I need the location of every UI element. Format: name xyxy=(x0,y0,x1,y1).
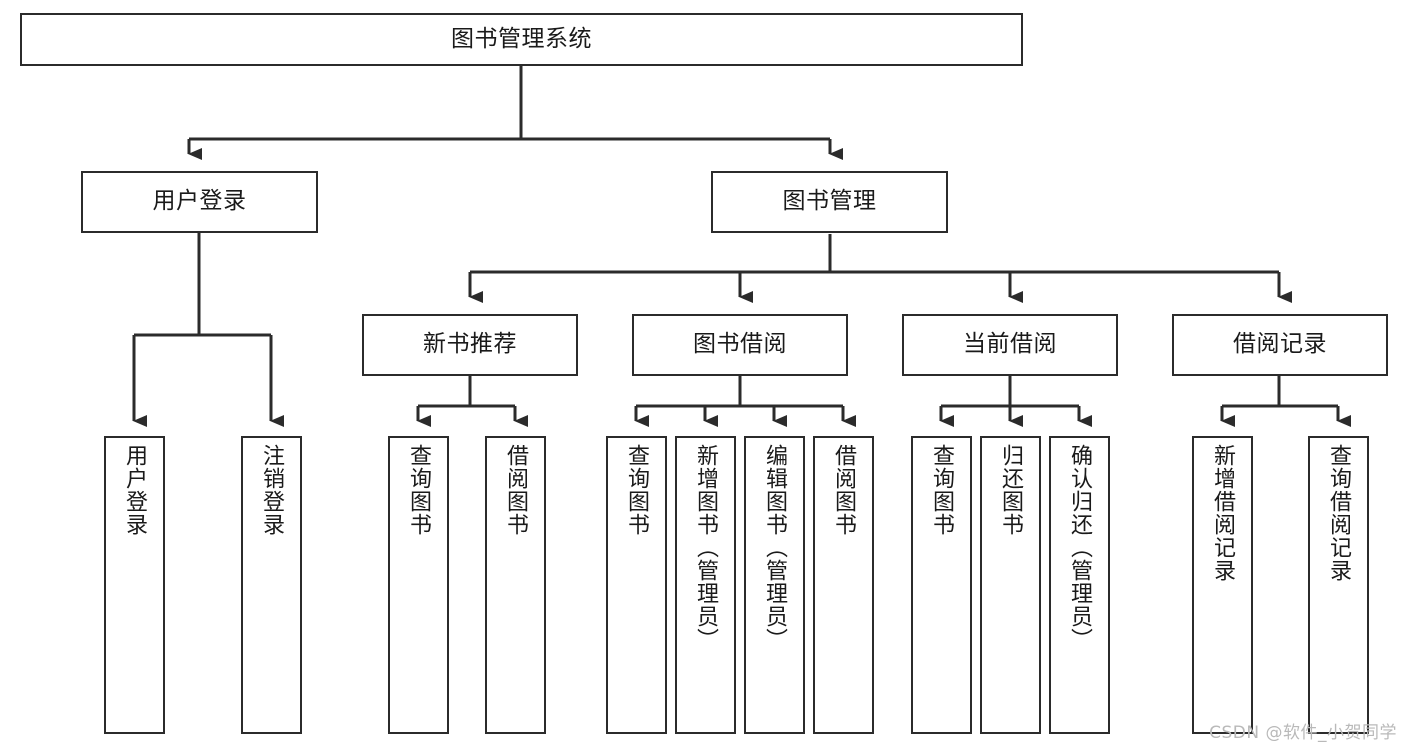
node-new-book-recommend-label: 新书推荐 xyxy=(423,331,517,358)
leaf-current-borrow-query[interactable]: 查询图书 xyxy=(911,436,972,734)
leaf-book-borrow-query[interactable]: 查询图书 xyxy=(606,436,667,734)
node-root-system-label: 图书管理系统 xyxy=(451,25,592,52)
leaf-current-borrow-confirm-return-label: 确认归还（管理员） xyxy=(1067,444,1093,651)
leaf-new-book-query-label: 查询图书 xyxy=(406,444,432,536)
node-new-book-recommend[interactable]: 新书推荐 xyxy=(362,314,578,376)
leaf-book-borrow-edit[interactable]: 编辑图书（管理员） xyxy=(744,436,805,734)
node-borrow-record-label: 借阅记录 xyxy=(1233,331,1327,358)
leaf-user-login-login-label: 用户登录 xyxy=(122,444,148,536)
leaf-new-book-borrow[interactable]: 借阅图书 xyxy=(485,436,546,734)
node-root-system[interactable]: 图书管理系统 xyxy=(20,13,1023,66)
leaf-user-login-login[interactable]: 用户登录 xyxy=(104,436,165,734)
leaf-borrow-record-add[interactable]: 新增借阅记录 xyxy=(1192,436,1253,734)
leaf-book-borrow-query-label: 查询图书 xyxy=(624,444,650,536)
node-book-manage-label: 图书管理 xyxy=(782,188,877,215)
node-current-borrow-label: 当前借阅 xyxy=(963,331,1057,358)
leaf-current-borrow-query-label: 查询图书 xyxy=(929,444,955,536)
leaf-current-borrow-return-label: 归还图书 xyxy=(998,444,1024,536)
csdn-watermark: CSDN @软件_小贺同学 xyxy=(1209,723,1397,743)
leaf-user-login-logout[interactable]: 注销登录 xyxy=(241,436,302,734)
leaf-user-login-logout-label: 注销登录 xyxy=(259,444,285,536)
leaf-borrow-record-query[interactable]: 查询借阅记录 xyxy=(1308,436,1369,734)
node-book-borrow[interactable]: 图书借阅 xyxy=(632,314,848,376)
leaf-borrow-record-add-label: 新增借阅记录 xyxy=(1210,444,1236,582)
leaf-book-borrow-edit-label: 编辑图书（管理员） xyxy=(762,444,788,651)
leaf-book-borrow-add[interactable]: 新增图书（管理员） xyxy=(675,436,736,734)
leaf-borrow-record-query-label: 查询借阅记录 xyxy=(1326,444,1352,582)
node-book-manage[interactable]: 图书管理 xyxy=(711,171,948,233)
node-book-borrow-label: 图书借阅 xyxy=(693,331,787,358)
leaf-current-borrow-confirm-return[interactable]: 确认归还（管理员） xyxy=(1049,436,1110,734)
leaf-book-borrow-borrow[interactable]: 借阅图书 xyxy=(813,436,874,734)
node-borrow-record[interactable]: 借阅记录 xyxy=(1172,314,1388,376)
leaf-book-borrow-add-label: 新增图书（管理员） xyxy=(693,444,719,651)
leaf-new-book-borrow-label: 借阅图书 xyxy=(503,444,529,536)
node-user-login[interactable]: 用户登录 xyxy=(81,171,318,233)
node-current-borrow[interactable]: 当前借阅 xyxy=(902,314,1118,376)
leaf-book-borrow-borrow-label: 借阅图书 xyxy=(831,444,857,536)
leaf-current-borrow-return[interactable]: 归还图书 xyxy=(980,436,1041,734)
node-user-login-label: 用户登录 xyxy=(152,188,247,215)
leaf-new-book-query[interactable]: 查询图书 xyxy=(388,436,449,734)
